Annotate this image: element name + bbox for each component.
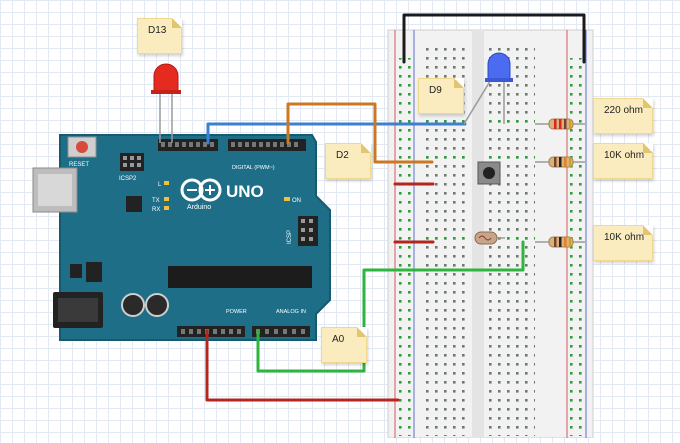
regulator-small xyxy=(70,264,82,278)
tx-label: TX xyxy=(152,198,160,204)
rail-holes-right xyxy=(569,58,584,436)
wires xyxy=(205,13,586,402)
usb-connector-inner xyxy=(38,174,72,206)
atmega-chip xyxy=(168,266,312,288)
note-10k-ohm-2: 10K ohm xyxy=(593,225,653,261)
reset-label: RESET xyxy=(69,162,89,168)
on-label: ON xyxy=(292,198,301,204)
resistor-10k-2 xyxy=(535,236,585,248)
wire-blue-d9 xyxy=(206,122,467,145)
capacitor-2 xyxy=(145,293,169,317)
l-led-label: L xyxy=(158,182,162,188)
note-d2: D2 xyxy=(325,143,371,179)
arduino-pcb xyxy=(59,134,331,341)
row-highlight-5 xyxy=(487,156,535,165)
row-highlight-6 xyxy=(487,237,535,246)
icsp-label: ICSP xyxy=(287,230,293,244)
wire-black-rail-bridge xyxy=(402,13,586,64)
wire-green-a0 xyxy=(256,240,525,373)
note-d13-text: D13 xyxy=(148,25,167,36)
wire-orange-d2 xyxy=(286,102,434,164)
brand-label: Arduino xyxy=(187,204,211,211)
note-220-ohm: 220 ohm xyxy=(593,98,653,134)
power-header xyxy=(177,326,245,337)
power-label: POWER xyxy=(226,309,247,315)
arduino-logo xyxy=(180,178,222,202)
note-a0-text: A0 xyxy=(332,334,345,345)
note-d2-text: D2 xyxy=(336,150,349,161)
push-button xyxy=(477,161,501,185)
usb-chip xyxy=(126,196,142,212)
note-a0: A0 xyxy=(321,327,367,363)
note-d9: D9 xyxy=(418,78,464,114)
regulator-chip xyxy=(86,262,102,282)
led-blue xyxy=(463,52,513,125)
row-highlight-4 xyxy=(487,120,535,129)
note-220-ohm-text: 220 ohm xyxy=(604,105,643,116)
icsp2-header xyxy=(120,153,144,171)
power-jack-inner xyxy=(58,298,98,322)
analog-header xyxy=(252,326,310,337)
capacitor-1 xyxy=(121,293,145,317)
wire-red-5v xyxy=(205,329,400,402)
arduino-board: RESET ICSP2 DIGITAL (PWM~) L TX RX ON xyxy=(32,134,331,341)
reset-button-cap xyxy=(76,141,88,153)
rail-holes-left xyxy=(397,58,412,436)
note-d9-text: D9 xyxy=(429,85,442,96)
row-highlight-3 xyxy=(422,237,470,246)
rx-label: RX xyxy=(152,207,160,213)
note-10k-ohm-1-text: 10K ohm xyxy=(604,150,645,161)
model-label: UNO xyxy=(226,182,264,201)
resistor-220 xyxy=(535,118,585,130)
note-10k-ohm-2-text: 10K ohm xyxy=(604,232,645,243)
photoresistor xyxy=(474,231,505,245)
digital-label: DIGITAL (PWM~) xyxy=(232,165,275,171)
note-10k-ohm-1: 10K ohm xyxy=(593,143,653,179)
led-red xyxy=(151,63,181,143)
resistor-10k-1 xyxy=(535,156,585,168)
analog-label: ANALOG IN xyxy=(276,309,306,315)
icsp2-label: ICSP2 xyxy=(119,176,137,182)
row-highlight-2 xyxy=(422,156,470,165)
note-d13: D13 xyxy=(137,18,182,54)
